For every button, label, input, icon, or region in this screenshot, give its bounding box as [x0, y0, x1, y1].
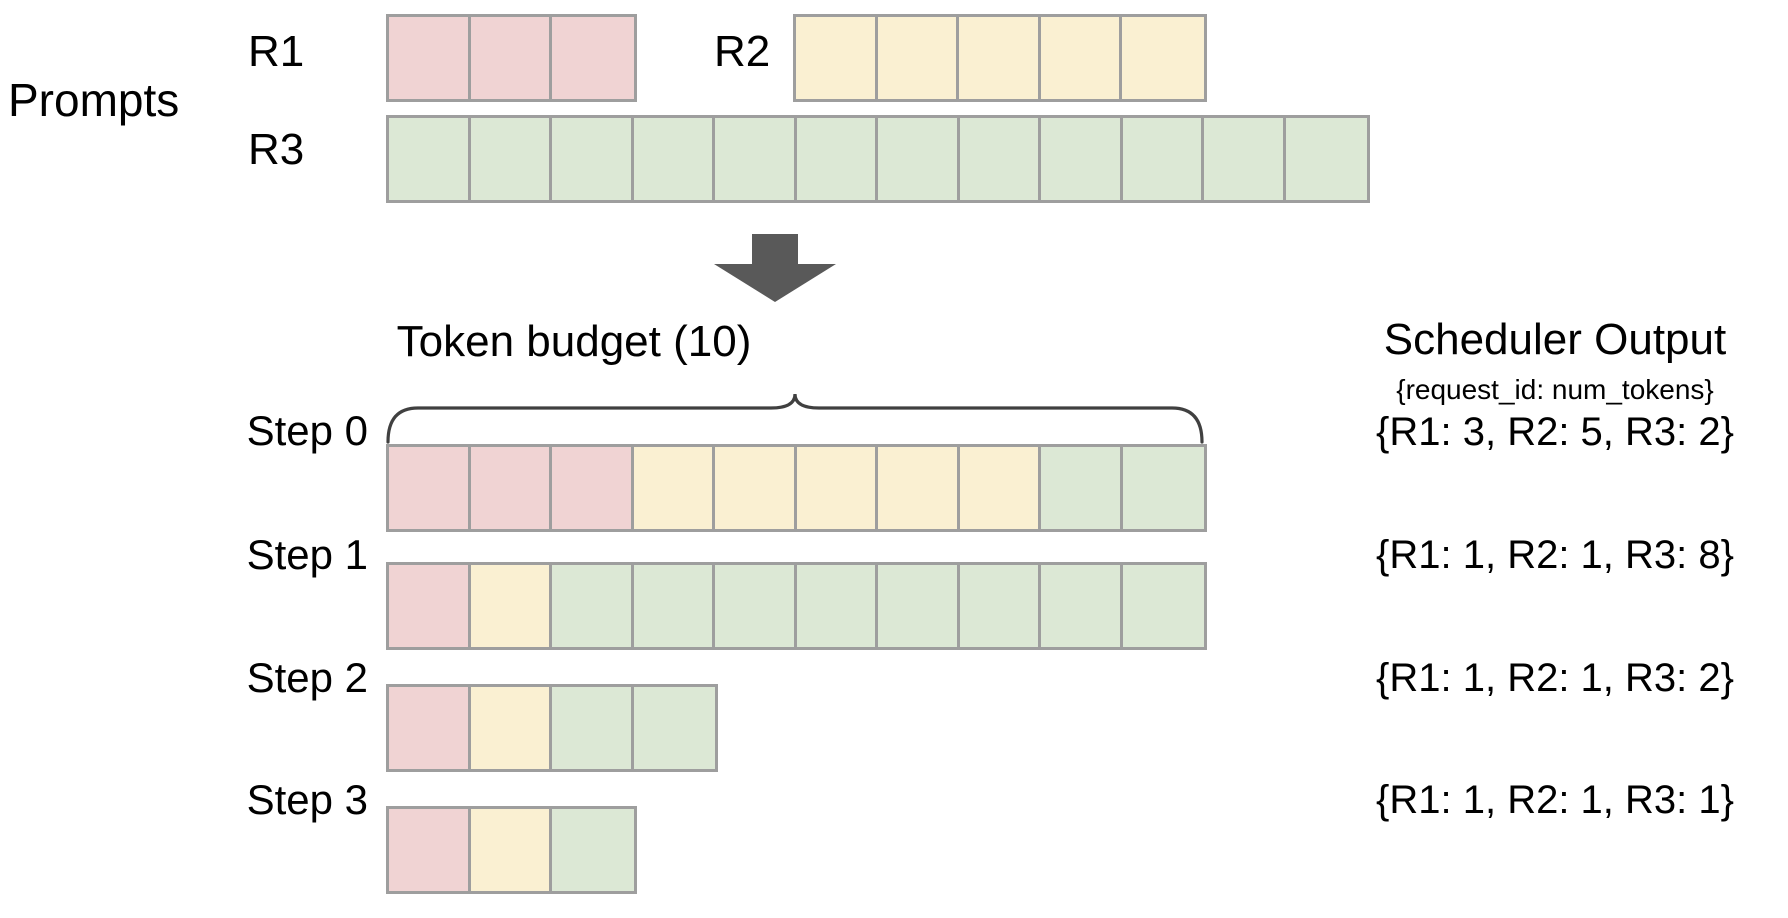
token-cell-r3	[1041, 118, 1123, 200]
token-cell-r2	[796, 17, 878, 99]
token-cell-r1	[470, 447, 552, 529]
prompt-token-row-r3	[386, 115, 1370, 203]
scheduler-output-subtitle: {request_id: num_tokens}	[1396, 374, 1714, 405]
step-label-3: Step 3	[246, 776, 368, 823]
request-label-r3: R3	[248, 125, 305, 174]
token-cell-r3	[633, 118, 715, 200]
token-cell-r2	[470, 565, 552, 647]
token-cell-r3	[552, 809, 634, 891]
step-label-2: Step 2	[246, 654, 368, 701]
request-label-r1: R1	[248, 27, 305, 76]
step-token-row-1	[386, 562, 1207, 650]
token-cell-r3	[552, 687, 634, 769]
prompt-token-row-r1	[386, 14, 637, 102]
token-cell-r3	[1122, 118, 1204, 200]
token-cell-r3	[796, 118, 878, 200]
step-label-1: Step 1	[246, 531, 368, 578]
scheduler-output-title: Scheduler Output	[1383, 315, 1727, 364]
token-cell-r3	[552, 565, 634, 647]
token-cell-r2	[878, 447, 960, 529]
token-cell-r3	[715, 565, 797, 647]
token-cell-r1	[552, 17, 634, 99]
token-cell-r2	[796, 447, 878, 529]
token-cell-r3	[1041, 565, 1123, 647]
token-cell-r2	[1122, 17, 1204, 99]
token-cell-r3	[796, 565, 878, 647]
token-cell-r2	[959, 17, 1041, 99]
token-cell-r2	[470, 809, 552, 891]
token-cell-r3	[552, 118, 634, 200]
request-label-r2: R2	[714, 27, 771, 76]
token-cell-r3	[1041, 447, 1123, 529]
token-cell-r2	[470, 687, 552, 769]
token-budget-label: Token budget (10)	[0, 320, 1788, 364]
token-cell-r1	[389, 17, 471, 99]
scheduler-output-2: {R1: 1, R2: 1, R3: 2}	[1376, 656, 1734, 700]
down-arrow-icon	[710, 234, 840, 304]
token-cell-r2	[877, 17, 959, 99]
token-cell-r2	[959, 447, 1041, 529]
token-cell-r3	[878, 565, 960, 647]
token-cell-r3	[715, 118, 797, 200]
token-cell-r3	[1204, 118, 1286, 200]
token-cell-r1	[389, 447, 471, 529]
token-cell-r3	[633, 565, 715, 647]
token-cell-r3	[389, 118, 471, 200]
token-budget-text: Token budget (10)	[396, 317, 752, 366]
token-cell-r3	[633, 687, 715, 769]
scheduler-output-1: {R1: 1, R2: 1, R3: 8}	[1376, 533, 1734, 577]
scheduler-output-0: {R1: 3, R2: 5, R3: 2}	[1376, 410, 1734, 454]
token-cell-r3	[1285, 118, 1367, 200]
prompt-token-row-r2	[793, 14, 1207, 102]
token-cell-r3	[959, 118, 1041, 200]
token-cell-r2	[715, 447, 797, 529]
step-token-row-0	[386, 444, 1207, 532]
token-cell-r1	[470, 17, 552, 99]
scheduler-output-3: {R1: 1, R2: 1, R3: 1}	[1376, 778, 1734, 822]
prompts-section-label: Prompts	[8, 74, 180, 126]
token-cell-r2	[633, 447, 715, 529]
token-cell-r2	[1040, 17, 1122, 99]
token-cell-r3	[878, 118, 960, 200]
token-cell-r3	[959, 565, 1041, 647]
token-cell-r3	[1122, 447, 1204, 529]
step-token-row-3	[386, 806, 637, 894]
curly-brace-icon	[386, 392, 1204, 444]
token-cell-r1	[389, 687, 471, 769]
token-cell-r1	[389, 809, 471, 891]
step-label-0: Step 0	[246, 407, 368, 454]
step-token-row-2	[386, 684, 718, 772]
token-cell-r3	[1122, 565, 1204, 647]
token-cell-r1	[389, 565, 471, 647]
token-cell-r1	[552, 447, 634, 529]
token-cell-r3	[470, 118, 552, 200]
